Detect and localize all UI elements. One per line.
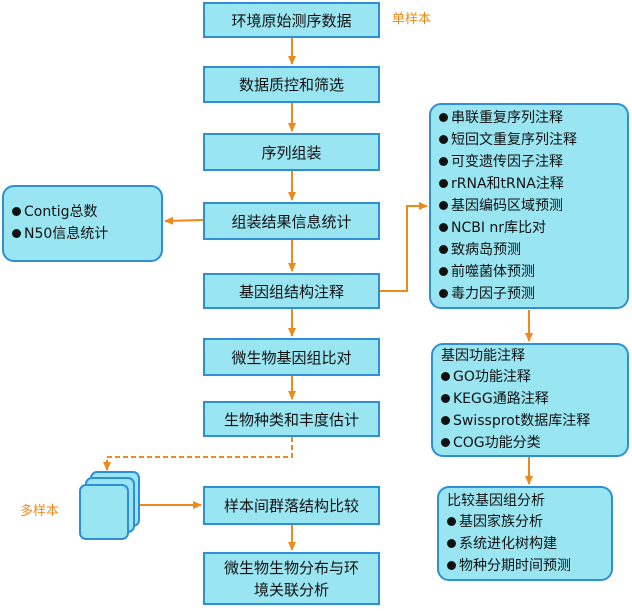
list-item: 可变遗传因子注释 [439, 151, 621, 173]
arrow-to-structure-annotation [380, 202, 428, 292]
bullet-icon [447, 516, 456, 526]
bullet-icon [441, 437, 450, 447]
step-distribution-environment-analysis: 微生物生物分布与环境关联分析 [203, 552, 380, 605]
step-raw-sequencing-data: 环境原始测序数据 [203, 2, 380, 38]
multi-sample-stack-icon [79, 471, 140, 540]
list-item: 基因家族分析 [447, 511, 605, 533]
bullet-icon [441, 393, 450, 403]
step-assembly-statistics: 组装结果信息统计 [203, 202, 380, 240]
assembly-stats-panel: Contig总数 N50信息统计 [2, 185, 163, 262]
step-genome-structure-annotation: 基因组结构注释 [203, 273, 380, 309]
multi-sample-label: 多样本 [20, 504, 60, 519]
bullet-icon [439, 200, 448, 210]
list-item: 前噬菌体预测 [439, 261, 621, 283]
step-species-abundance-estimation: 生物种类和丰度估计 [203, 401, 380, 437]
list-item: COG功能分类 [441, 432, 621, 454]
bullet-icon [439, 222, 448, 232]
bullet-icon [441, 371, 450, 381]
single-sample-label: 单样本 [392, 12, 432, 27]
step-community-structure-comparison: 样本间群落结构比较 [203, 486, 380, 525]
list-item: N50信息统计 [12, 223, 155, 245]
list-item: 串联重复序列注释 [439, 107, 621, 129]
bullet-icon [12, 228, 21, 238]
step-quality-control: 数据质控和筛选 [203, 66, 380, 103]
list-item: 基因编码区域预测 [439, 195, 621, 217]
panel-title: 比较基因组分析 [447, 493, 545, 509]
bullet-icon [439, 244, 448, 254]
structure-annotation-panel: 串联重复序列注释 短回文重复序列注释 可变遗传因子注释 rRNA和tRNA注释 … [429, 103, 629, 309]
list-item: 系统进化树构建 [447, 533, 605, 555]
arrow-to-assembly-stats [164, 216, 204, 225]
bullet-icon [439, 156, 448, 166]
dashed-link-step7-samples [103, 437, 293, 471]
list-item: 物种分期时间预测 [447, 555, 605, 577]
bullet-icon [447, 538, 456, 548]
comparative-genomics-panel: 比较基因组分析 基因家族分析 系统进化树构建 物种分期时间预测 [437, 486, 613, 581]
bullet-icon [441, 415, 450, 425]
bullet-icon [439, 178, 448, 188]
list-item: 毒力因子预测 [439, 283, 621, 305]
list-item: KEGG通路注释 [441, 388, 621, 410]
list-item: Swissprot数据库注释 [441, 410, 621, 432]
step-microbial-genome-alignment: 微生物基因组比对 [203, 338, 380, 376]
list-item: 短回文重复序列注释 [439, 129, 621, 151]
panel-title: 基因功能注释 [441, 348, 525, 364]
list-item: 致病岛预测 [439, 239, 621, 261]
list-item: Contig总数 [12, 201, 155, 223]
list-item: NCBI nr库比对 [439, 217, 621, 239]
step-sequence-assembly: 序列组装 [203, 133, 380, 171]
bullet-icon [439, 134, 448, 144]
list-item: rRNA和tRNA注释 [439, 173, 621, 195]
bullet-icon [12, 206, 21, 216]
function-annotation-panel: 基因功能注释 GO功能注释 KEGG通路注释 Swissprot数据库注释 CO… [431, 343, 629, 457]
bullet-icon [439, 266, 448, 276]
list-item: GO功能注释 [441, 366, 621, 388]
bullet-icon [439, 288, 448, 298]
bullet-icon [439, 112, 448, 122]
bullet-icon [447, 560, 456, 570]
